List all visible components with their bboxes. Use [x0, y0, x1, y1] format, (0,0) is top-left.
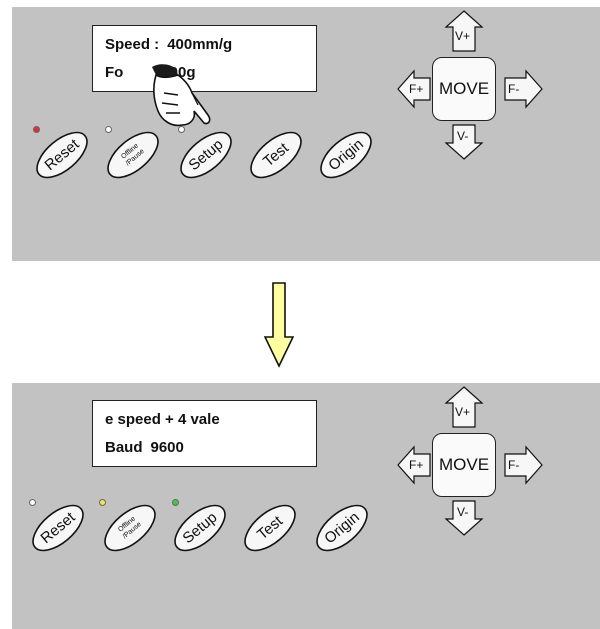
- setup-led: [178, 126, 185, 133]
- pointing-hand-icon: [152, 64, 211, 127]
- down-arrow-icon: [264, 282, 294, 368]
- v-minus-button[interactable]: V-: [457, 505, 469, 519]
- setup-button[interactable]: Setup: [164, 500, 236, 556]
- f-minus-button[interactable]: F-: [508, 82, 520, 96]
- move-button[interactable]: MOVE: [432, 57, 496, 121]
- force-label: Fo: [105, 64, 124, 81]
- control-panel-after: e speed + 4 vale Baud 9600 Reset Offline/…: [12, 383, 600, 629]
- baud-label: Baud: [105, 439, 143, 456]
- lcd-line-2: Baud 9600: [105, 439, 184, 456]
- test-button[interactable]: Test: [240, 127, 312, 183]
- offline-pause-button[interactable]: Offline/Pause: [97, 127, 169, 183]
- move-button[interactable]: MOVE: [432, 433, 496, 497]
- f-plus-button[interactable]: F+: [409, 458, 424, 472]
- speed-value: 400mm/g: [167, 36, 233, 53]
- v-minus-button[interactable]: V-: [457, 129, 469, 143]
- offline-led: [99, 499, 106, 506]
- origin-button[interactable]: Origin: [306, 500, 378, 556]
- reset-button[interactable]: Reset: [22, 500, 94, 556]
- reset-button[interactable]: Reset: [26, 127, 98, 183]
- setup-button[interactable]: Setup: [170, 127, 242, 183]
- v-plus-button[interactable]: V+: [455, 29, 471, 43]
- lcd-line-1: Speed : 400mm/g: [105, 36, 232, 53]
- test-button[interactable]: Test: [234, 500, 306, 556]
- direction-pad: MOVE V+ V- F+ F-: [387, 383, 557, 543]
- v-plus-button[interactable]: V+: [455, 405, 471, 419]
- offline-pause-button[interactable]: Offline/Pause: [94, 500, 166, 556]
- direction-pad: MOVE V+ V- F+ F-: [387, 7, 557, 167]
- reset-led: [33, 126, 40, 133]
- f-plus-button[interactable]: F+: [409, 82, 424, 96]
- lcd-display: e speed + 4 vale Baud 9600: [92, 400, 317, 467]
- lcd-line-1: e speed + 4 vale: [105, 411, 220, 428]
- baud-value: 9600: [150, 439, 184, 456]
- setup-led: [172, 499, 179, 506]
- reset-led: [29, 499, 36, 506]
- f-minus-button[interactable]: F-: [508, 458, 520, 472]
- speed-label: Speed :: [105, 36, 160, 53]
- offline-led: [105, 126, 112, 133]
- origin-button[interactable]: Origin: [310, 127, 382, 183]
